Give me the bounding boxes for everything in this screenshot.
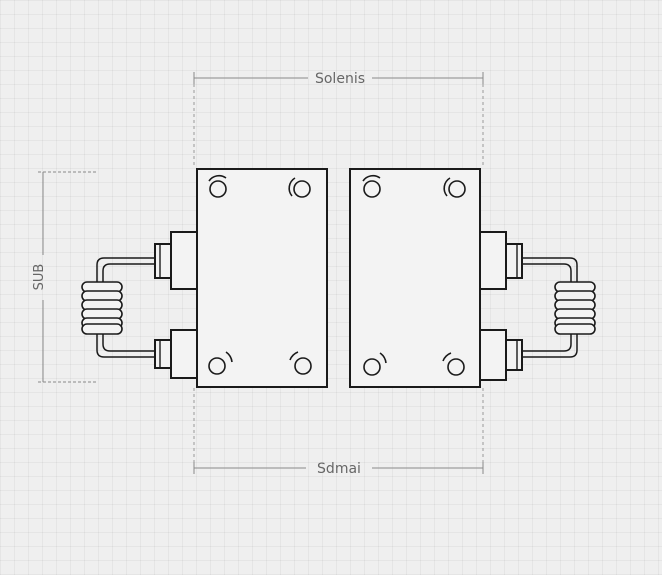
right-solenoid-block [349,168,481,388]
left-top-connector [154,231,198,290]
bottom-dimension-label: Sdmai [317,461,361,477]
right-bottom-connector [479,329,523,381]
bottom-dimension [193,462,484,474]
mounting-hole [288,177,311,198]
left-coil [81,281,123,335]
mounting-hole [289,351,312,375]
left-bottom-connector [154,329,198,379]
right-wire [522,257,578,358]
left-dimension [38,171,96,383]
right-top-connector [479,231,523,290]
top-dimension-label: Solenis [315,71,365,87]
left-wire [96,257,155,358]
mounting-hole [208,351,233,375]
left-solenoid-block [196,168,328,388]
mounting-hole [208,174,227,198]
left-dimension-label: SUB [32,264,47,291]
mounting-hole [443,177,466,198]
right-coil [554,281,596,335]
mounting-hole [363,352,387,376]
top-dimension [193,72,484,84]
mounting-hole [442,352,465,376]
mounting-hole [362,174,381,198]
extension-lines [193,84,484,462]
